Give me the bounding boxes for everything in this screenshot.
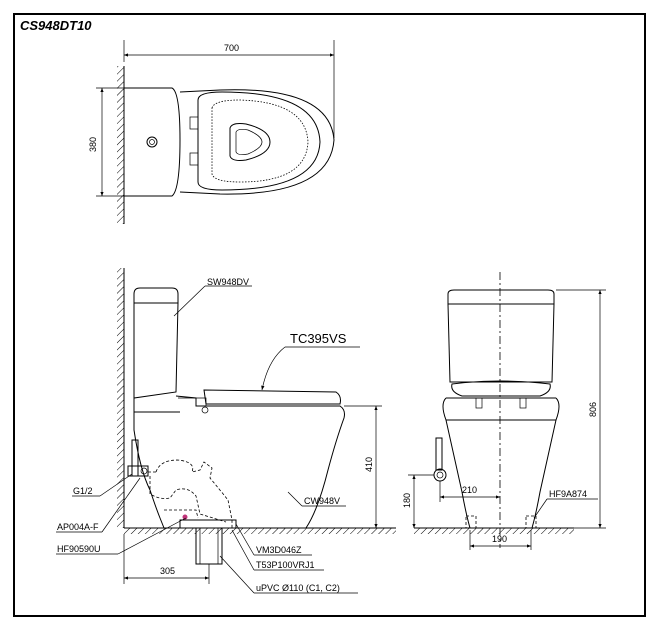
bowl-side-back — [133, 398, 165, 529]
label-fixing: HF9A874 — [549, 489, 587, 499]
label-connector: G1/2 — [73, 486, 93, 496]
dim-total-height: 806 — [588, 402, 598, 417]
label-hose: HF90590U — [57, 544, 101, 554]
bowl-front-right — [531, 397, 560, 529]
label-flange: VM3D046Z — [256, 545, 302, 555]
flange-bolt-marker — [182, 514, 188, 520]
dim-top-depth: 380 — [88, 137, 98, 152]
wall-hatch-side — [117, 268, 124, 528]
dim-wall-offset: 305 — [160, 566, 175, 576]
drawing-frame — [13, 13, 646, 617]
floor-hatch-front — [414, 528, 574, 534]
label-bowl: CW948V — [304, 496, 340, 506]
dim-top-width: 700 — [224, 43, 239, 53]
side-view: 410 305 SW948DV TC395VS CW948V G1/2 AP00… — [56, 268, 396, 594]
dim-side-height: 410 — [364, 457, 374, 472]
top-view: 700 380 — [88, 40, 335, 224]
dim-base-width: 190 — [492, 534, 507, 544]
front-view: 806 180 210 190 HF9A874 — [402, 272, 606, 550]
label-pipe: uPVC Ø110 (C1, C2) — [256, 583, 340, 593]
bowl-top-outline — [179, 89, 335, 195]
label-tank: SW948DV — [207, 277, 249, 287]
model-title: CS948DT10 — [20, 18, 92, 33]
bowl-side-front — [175, 395, 345, 529]
bowl-front-left — [442, 397, 471, 529]
tank-side-outline — [133, 302, 179, 399]
label-seat: TC395VS — [290, 331, 347, 346]
seat-side-outline — [203, 389, 341, 405]
tank-front-outline — [447, 303, 555, 383]
label-bolts: T53P100VRJ1 — [256, 560, 315, 570]
tank-top-outline — [124, 87, 181, 197]
seat-front-outline — [451, 380, 551, 397]
dim-supply-offset: 210 — [462, 485, 477, 495]
label-stop-valve: AP004A-F — [57, 522, 99, 532]
wall-hatch-top — [117, 66, 124, 224]
floor-hatch-side — [124, 528, 396, 534]
dim-supply-height: 180 — [402, 493, 412, 508]
flush-button-icon — [146, 136, 158, 148]
